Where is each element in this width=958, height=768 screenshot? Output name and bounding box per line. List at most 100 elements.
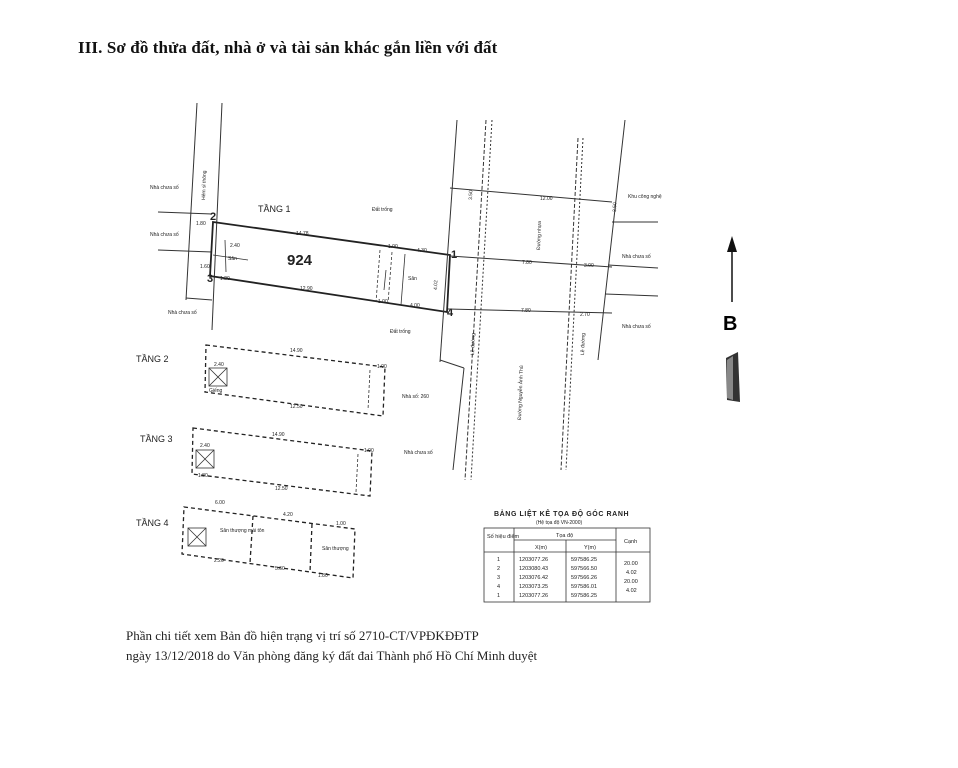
dim-floor4-180: 1.80 bbox=[318, 573, 328, 579]
table-title: BẢNG LIỆT KÊ TỌA ĐỘ GÓC RANH bbox=[494, 509, 629, 518]
north-arrow-icon bbox=[726, 236, 740, 402]
table-header-x: X(m) bbox=[535, 545, 547, 551]
cell-edge: 20.00 bbox=[624, 561, 638, 567]
dim-floor2-top: 14.90 bbox=[290, 348, 303, 354]
dim-floor2-240: 2.40 bbox=[214, 362, 224, 368]
parcel-924-outline bbox=[209, 220, 451, 314]
label-nha-chua-so-3: Nhà chưa số bbox=[168, 310, 197, 316]
floor-label-2: TẦNG 2 bbox=[136, 354, 169, 364]
cell-point: 1 bbox=[497, 593, 500, 599]
label-nha-so: Nhà số: 260 bbox=[402, 394, 429, 400]
dim-road-width: 12.00 bbox=[540, 196, 553, 202]
floor-3-outline bbox=[191, 427, 373, 497]
dim-780-bottom: 7.80 bbox=[521, 308, 531, 314]
cell-y: 597586.25 bbox=[571, 593, 597, 599]
table-header-point: Số hiệu điểm bbox=[487, 533, 520, 540]
label-nha-chua-so-r2: Nhà chưa số bbox=[622, 324, 651, 330]
cell-point: 4 bbox=[497, 584, 500, 590]
label-san-left: Sân bbox=[228, 256, 237, 262]
cell-edge: 4.02 bbox=[626, 570, 637, 576]
label-le-duong-right: Lề đường bbox=[580, 333, 587, 355]
dim-floor3-240: 2.40 bbox=[200, 443, 210, 449]
cell-y: 597586.01 bbox=[571, 584, 597, 590]
label-gieng-2: Giếng bbox=[209, 388, 223, 394]
corner-point-4: 4 bbox=[447, 307, 454, 319]
dim-floor4-600: 6.00 bbox=[215, 500, 225, 506]
dim-430: 4.30 bbox=[417, 248, 427, 254]
dim-780-top: 7.80 bbox=[522, 260, 532, 266]
dim-floor4-560: 5.60 bbox=[275, 566, 285, 572]
table-subtitle: (Hệ tọa độ VN-2000) bbox=[536, 520, 582, 526]
label-nha-chua-so-2: Nhà chưa số bbox=[150, 232, 179, 238]
label-nha-chua-so-1: Nhà chưa số bbox=[150, 185, 179, 191]
dim-floor3-100: 1.00 bbox=[364, 448, 374, 454]
label-nha-chua-so-r1: Nhà chưa số bbox=[622, 254, 651, 260]
floor-4-outline bbox=[181, 506, 356, 579]
cell-point: 1 bbox=[497, 557, 500, 563]
dim-bottom-length: 12.90 bbox=[300, 286, 313, 292]
floor-2-outline bbox=[204, 344, 386, 417]
footnote-line-2: ngày 13/12/2018 do Văn phòng đăng ký đất… bbox=[126, 648, 538, 663]
dim-160: 1.60 bbox=[200, 264, 210, 270]
label-le-duong-left: Lề đường bbox=[470, 333, 477, 355]
floor-label-3: TẦNG 3 bbox=[140, 434, 173, 444]
table-header-coord: Tọa độ bbox=[556, 533, 573, 539]
section-heading: III. Sơ đồ thửa đất, nhà ở và tài sản kh… bbox=[78, 38, 498, 57]
cell-y: 597586.25 bbox=[571, 557, 597, 563]
label-dat-trong-bottom: Đất trống bbox=[390, 329, 411, 335]
label-san-thuong: Sân thượng bbox=[322, 546, 349, 552]
dim-180: 1.80 bbox=[196, 221, 206, 227]
floor-label-1: TẦNG 1 bbox=[258, 204, 291, 214]
dim-350-right: 3.50 bbox=[612, 202, 618, 212]
table-row: 3 1203076.42 597566.26 20.00 bbox=[497, 575, 638, 585]
corner-point-1: 1 bbox=[451, 249, 457, 261]
label-khu-cong-nghe: Khu công nghệ bbox=[628, 194, 662, 200]
table-row: 2 1203080.43 597566.50 4.02 bbox=[497, 566, 637, 576]
cell-x: 1203077.26 bbox=[519, 593, 548, 599]
cell-x: 1203077.26 bbox=[519, 557, 548, 563]
cell-y: 597566.50 bbox=[571, 566, 597, 572]
dim-240: 2.40 bbox=[230, 243, 240, 249]
dim-350-top: 3.50 bbox=[468, 190, 474, 200]
floor-label-4: TẦNG 4 bbox=[136, 518, 169, 528]
label-san-right: Sân bbox=[408, 276, 417, 282]
dim-100-bottom: 1.00 bbox=[378, 299, 388, 305]
label-san-thuong-mai-ton: Sân thượng mái tôn bbox=[220, 528, 265, 534]
dim-floor3-bottom: 12.50 bbox=[275, 486, 288, 492]
cell-point: 3 bbox=[497, 575, 500, 581]
dim-floor4-220: 2.20 bbox=[214, 558, 224, 564]
footnote-line-1: Phần chi tiết xem Bản đồ hiện trạng vị t… bbox=[126, 628, 479, 643]
cell-y: 597566.26 bbox=[571, 575, 597, 581]
dim-100-top: 1.00 bbox=[388, 244, 398, 250]
dim-top-length: 14.78 bbox=[296, 231, 309, 237]
dim-floor2-bottom: 12.50 bbox=[290, 404, 303, 410]
table-row: 4 1203073.25 597586.01 4.02 bbox=[497, 584, 637, 594]
dim-300: 3.00 bbox=[584, 263, 594, 269]
parcel-number: 924 bbox=[287, 252, 313, 269]
label-duong-nhua: Đường nhựa bbox=[536, 221, 543, 250]
label-nha-chua-so-r3: Nhà chưa số bbox=[404, 450, 433, 456]
corner-point-3: 3 bbox=[207, 273, 213, 285]
dim-floor2-100: 1.00 bbox=[377, 364, 387, 370]
label-dat-trong-top: Đất trống bbox=[372, 207, 393, 213]
cell-x: 1203073.25 bbox=[519, 584, 548, 590]
cell-x: 1203076.42 bbox=[519, 575, 548, 581]
dim-402: 4.02 bbox=[433, 280, 439, 290]
label-street-name: Đường Nguyễn Ảnh Thủ bbox=[516, 365, 525, 420]
north-label: B bbox=[723, 313, 737, 335]
cell-edge: 4.02 bbox=[626, 588, 637, 594]
cell-x: 1203080.43 bbox=[519, 566, 548, 572]
dim-floor3-180: 1.80 bbox=[198, 473, 208, 479]
cell-edge: 20.00 bbox=[624, 579, 638, 585]
dim-120: 1.20 bbox=[220, 276, 230, 282]
dim-400: 4.00 bbox=[410, 303, 420, 309]
table-header-edge: Cạnh bbox=[624, 539, 637, 545]
label-hem: Hẻm sỉ thông bbox=[200, 170, 208, 200]
table-row: 1 1203077.26 597586.25 bbox=[497, 593, 597, 599]
dim-floor4-100: 1.00 bbox=[336, 521, 346, 527]
table-header-y: Y(m) bbox=[584, 545, 596, 551]
corner-point-2: 2 bbox=[210, 211, 216, 223]
cell-point: 2 bbox=[497, 566, 500, 572]
dim-270: 2.70 bbox=[580, 312, 590, 318]
